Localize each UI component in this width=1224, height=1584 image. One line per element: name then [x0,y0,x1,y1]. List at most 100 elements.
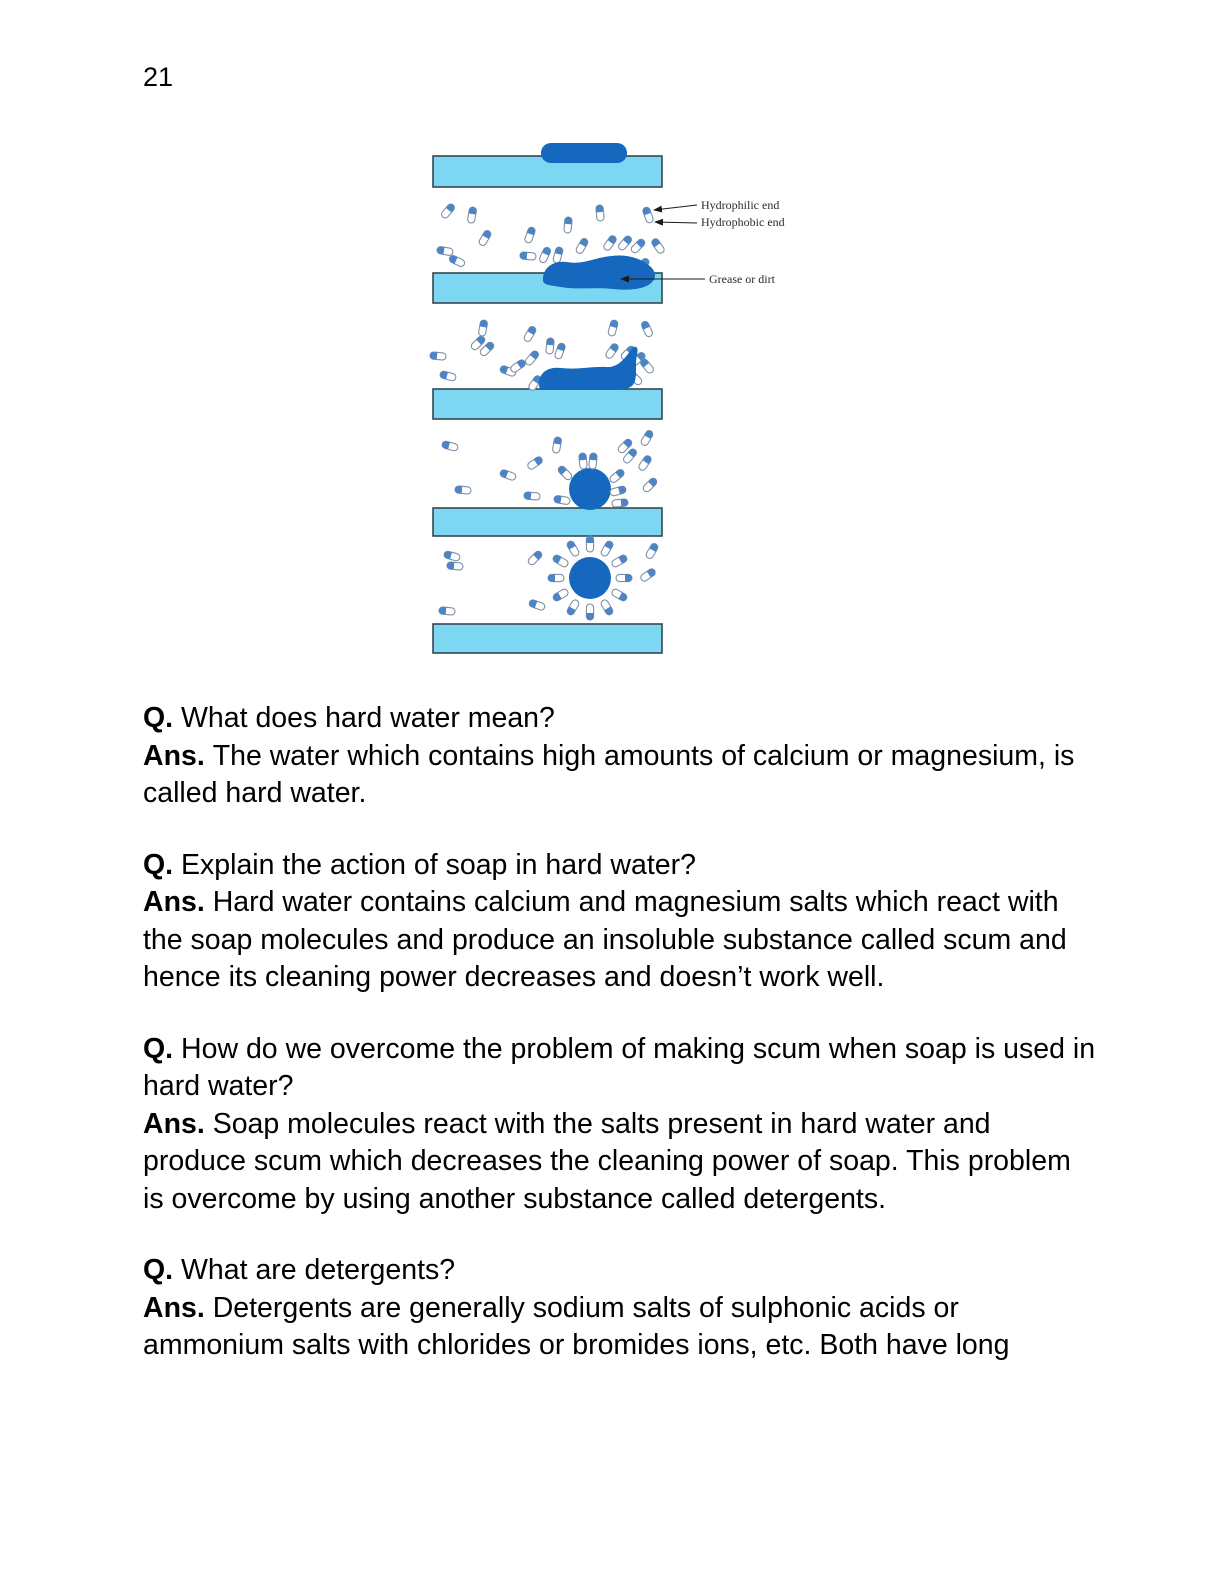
soap-molecule [641,476,659,494]
question-text: hard water? [143,1070,294,1102]
text-line: the soap molecules and produce an insolu… [143,922,1123,960]
question-prefix: Q. [143,702,182,734]
soap-molecule [585,535,595,553]
soap-molecule [442,549,462,563]
answer: Ans. Soap molecules react with the salts… [143,1106,1123,1219]
soap-molecule [526,549,544,567]
figure-stage-2: Hydrophilic end Hydrophobic end Grease o… [432,198,785,304]
question-prefix: Q. [143,1254,182,1286]
answer-text: produce scum which decreases the cleanin… [143,1145,1071,1177]
answer-text: Detergents are generally sodium salts of… [212,1291,959,1324]
answer-text: ammonium salts with chlorides or bromide… [143,1329,1010,1361]
soap-molecule [477,318,489,338]
soap-molecule [565,539,581,558]
soap-molecule [615,573,633,583]
answer-text: The water which contains high amounts of… [212,739,1075,772]
qa-section: Q. What are detergents? Ans. Detergents a… [143,1252,1123,1365]
soap-molecule [599,598,615,617]
text-line: Ans. Detergents are generally sodium sal… [143,1290,1123,1328]
surface-bar [432,507,663,537]
soap-molecule [606,318,620,338]
soap-molecule [477,228,493,248]
soap-molecule [565,598,581,617]
soap-molecule [641,205,655,225]
figure-stage-5 [432,535,663,654]
soap-molecule [551,435,563,455]
text-line: produce scum which decreases the cleanin… [143,1143,1123,1181]
soap-molecule [498,468,518,482]
question-text: Explain the action of soap in hard water… [181,848,696,881]
soap-molecule [439,202,457,220]
soap-action-figure: Hydrophilic end Hydrophobic end Grease o… [425,138,805,660]
answer-text: called hard water. [143,777,367,809]
text-line: Ans. Soap molecules react with the salts… [143,1106,1123,1144]
soap-molecule [629,237,647,255]
hydrophilic-arrow [653,204,698,213]
question: Q. How do we overcome the problem of mak… [143,1031,1123,1106]
answer-prefix: Ans. [143,886,213,918]
soap-molecule [639,319,655,339]
grease-ball [569,468,611,510]
soap-action-diagram: Hydrophilic end Hydrophobic end Grease o… [429,143,785,654]
soap-molecule [429,351,447,361]
soap-molecule [523,491,541,501]
text-line: hard water? [143,1068,1123,1106]
soap-molecule [611,498,629,508]
soap-molecule [551,553,570,569]
page-number: 21 [143,62,174,92]
grease-or-dirt-label: Grease or dirt [709,272,776,286]
soap-molecule [595,204,605,222]
soap-molecule [447,253,467,269]
soap-molecule [639,428,655,448]
figure-stage-1 [432,143,663,188]
surface-bar [432,623,663,654]
figure-stage-3 [429,318,663,420]
answer: Ans. The water which contains high amoun… [143,738,1123,813]
soap-molecule [523,225,537,245]
answer-text: the soap molecules and produce an insolu… [143,923,1067,956]
answer-prefix: Ans. [143,1107,213,1140]
soap-molecule [440,439,460,453]
question-text: What are detergents? [181,1254,456,1286]
soap-molecule [551,587,570,603]
grease-blob [539,346,638,390]
soap-molecule [551,245,565,265]
hydrophilic-end-label: Hydrophilic end [701,198,779,212]
answer-text: is overcome by using another substance c… [143,1182,887,1215]
soap-molecule [547,573,565,583]
soap-molecule [563,216,573,234]
answer-prefix: Ans. [143,1291,213,1324]
qa-section: Q. How do we overcome the problem of mak… [143,1031,1123,1219]
soap-molecule [556,464,574,482]
soap-molecule [537,245,553,265]
soap-molecule [638,357,656,375]
soap-molecule [525,454,545,472]
question-text: How do we overcome the problem of making… [181,1032,1096,1065]
soap-molecule [435,245,455,257]
soap-molecule [588,452,598,470]
qa-section: Q. Explain the action of soap in hard wa… [143,847,1123,997]
text-line: called hard water. [143,775,1123,813]
soap-molecule [616,234,634,252]
soap-molecule [446,561,464,571]
text-line: Ans. The water which contains high amoun… [143,738,1123,776]
text-line: is overcome by using another substance c… [143,1181,1123,1219]
text-line: hence its cleaning power decreases and d… [143,959,1123,997]
answer-prefix: Ans. [143,739,213,772]
micelle-core [569,557,611,599]
soap-molecule [519,251,537,261]
soap-molecule [610,587,629,603]
soap-molecule [545,337,555,355]
soap-molecule [644,541,660,561]
soap-molecule [603,341,621,361]
soap-molecule [599,539,615,558]
soap-molecule [454,485,472,495]
soap-molecule [638,566,658,584]
question-prefix: Q. [143,848,182,881]
text-line: ammonium salts with chlorides or bromide… [143,1327,1123,1365]
hydrophobic-end-label: Hydrophobic end [701,215,785,229]
soap-molecule [522,324,538,344]
soap-molecule [552,494,572,506]
question: Q. Explain the action of soap in hard wa… [143,847,1123,885]
qa-list: Q. What does hard water mean?Ans. The wa… [143,700,1123,1399]
